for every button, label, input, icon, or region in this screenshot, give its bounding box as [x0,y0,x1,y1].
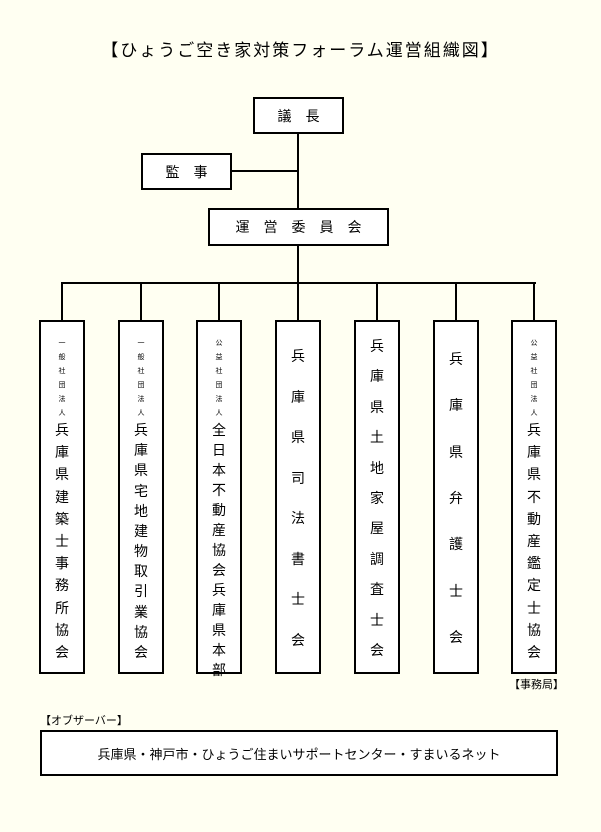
chair-box: 議 長 [253,97,344,134]
member-box: 一般社団法人兵庫県宅地建物取引業協会 [118,320,164,674]
connector-line [140,283,142,320]
member-name: 兵庫県弁護士会 [449,352,463,646]
member-name: 兵庫県不動産鑑定士協会 [527,423,541,661]
member-name: 全日本不動産協会兵庫県本部 [212,423,226,679]
connector-line [297,246,299,284]
chart-title: 【ひょうご空き家対策フォーラム運営組織図】 [101,41,500,61]
member-name: 兵庫県司法書士会 [291,349,305,649]
connector-line [232,170,298,172]
committee-box: 運 営 委 員 会 [208,208,389,246]
member-prefix: 公益社団法人 [215,339,223,417]
member-prefix: 一般社団法人 [58,339,66,417]
member-prefix: 一般社団法人 [137,339,145,417]
connector-line [61,283,63,320]
member-prefix: 公益社団法人 [530,339,538,417]
member-name: 兵庫県土地家屋調査士会 [370,339,384,659]
member-box: 兵庫県弁護士会 [433,320,479,674]
connector-line [376,283,378,320]
connector-line [297,283,299,320]
member-box: 一般社団法人兵庫県建築士事務所協会 [39,320,85,674]
member-box: 兵庫県土地家屋調査士会 [354,320,400,674]
connector-line [218,283,220,320]
connector-line [297,134,299,208]
member-box: 兵庫県司法書士会 [275,320,321,674]
auditor-box: 監 事 [141,153,232,190]
connector-line [455,283,457,320]
connector-line [533,283,535,320]
member-box: 公益社団法人全日本不動産協会兵庫県本部 [196,320,242,679]
member-name: 兵庫県宅地建物取引業協会 [134,423,148,661]
member-name: 兵庫県建築士事務所協会 [55,423,69,661]
secretariat-label: 【事務局】 [509,678,564,691]
member-box: 公益社団法人兵庫県不動産鑑定士協会 [511,320,557,674]
observer-label: 【オブザーバー】 [40,714,128,727]
observer-box: 兵庫県・神戸市・ひょうご住まいサポートセンター・すまいるネット [40,730,558,776]
